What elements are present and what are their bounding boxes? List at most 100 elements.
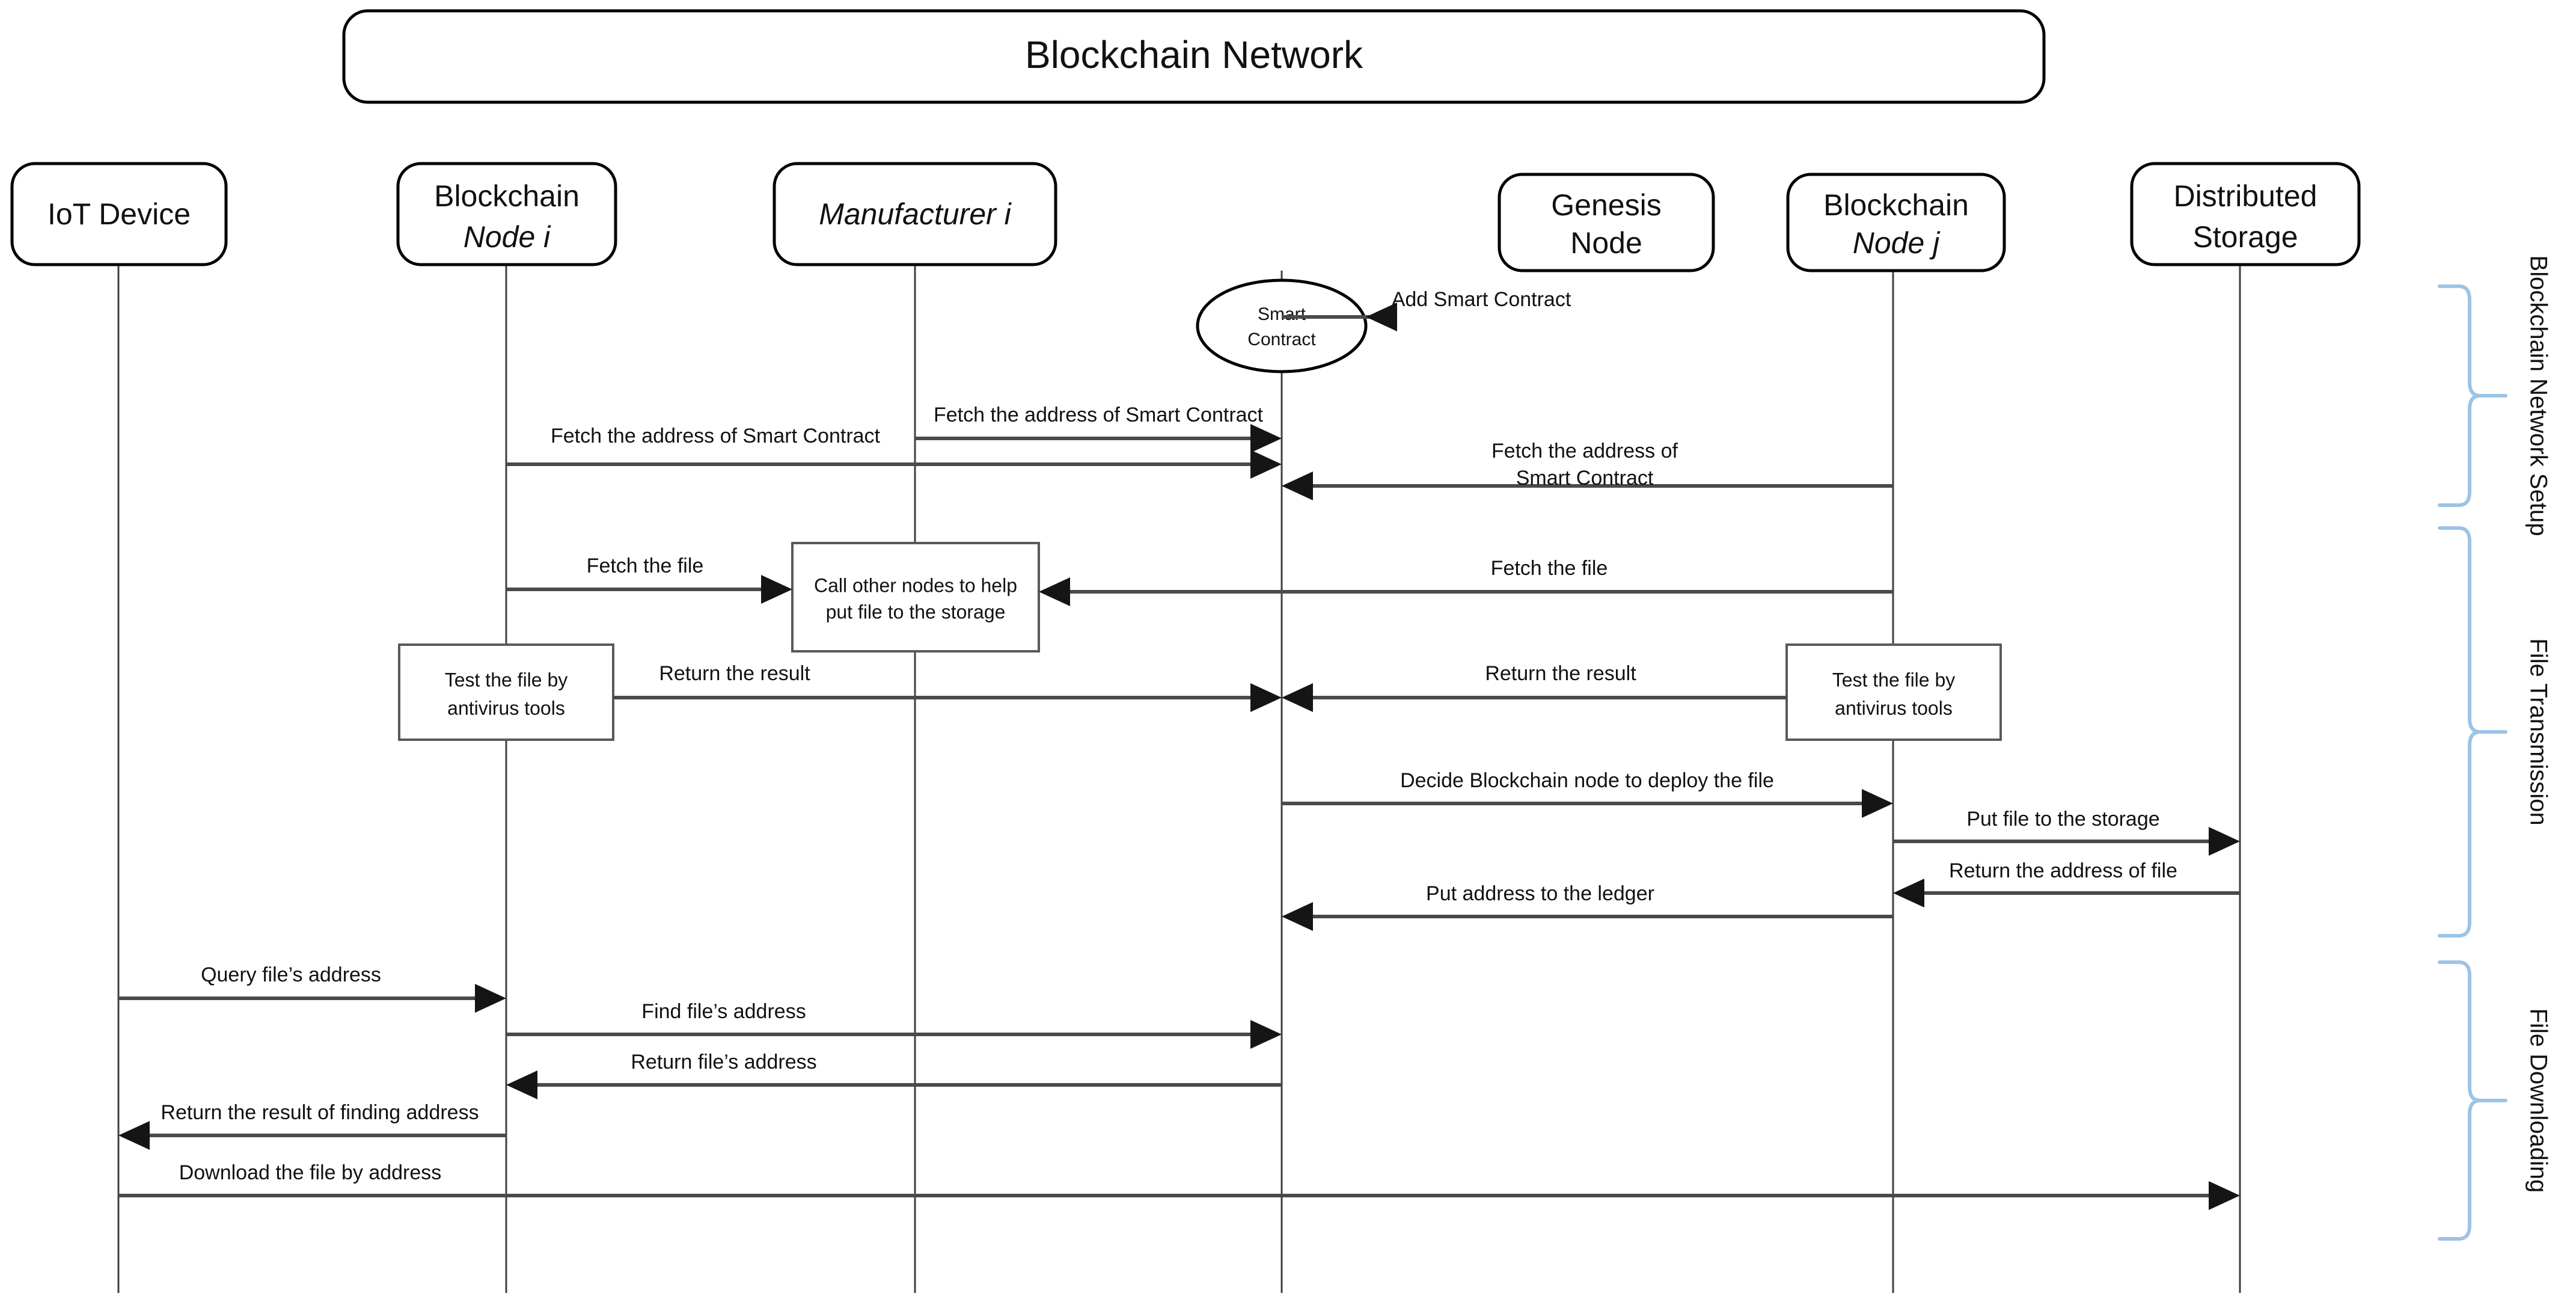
lifelines-group — [117, 265, 2241, 1293]
message-return-file-address: Return file’s address — [506, 1051, 1282, 1099]
message-label: Return the result of finding address — [161, 1101, 479, 1124]
message-return-address-of-file: Return the address of file — [1893, 859, 2240, 907]
actor-label-blockchain-node-j-line1: Blockchain — [1823, 188, 1969, 222]
message-return-address-sc: Fetch the address of Smart Contract — [1282, 440, 1893, 500]
actor-label-genesis-node-line2: Node — [1570, 226, 1642, 260]
note-call-other-nodes-line1: Call other nodes to help — [814, 574, 1017, 596]
message-label: Fetch the address of Smart Contract — [551, 425, 881, 447]
actor-box-shape — [10, 162, 228, 266]
actor-label-blockchain-node-i-line1: Blockchain — [434, 179, 580, 213]
message-label: Return file’s address — [631, 1051, 816, 1073]
phase-label: Blockchain Network Setup — [2525, 256, 2551, 536]
smart-contract-ellipse[interactable]: Smart Contract — [1196, 278, 1368, 373]
arrow-head-left — [1282, 902, 1313, 931]
note-call-other-nodes: Call other nodes to help put file to the… — [791, 542, 1040, 653]
actor-box-shape — [396, 162, 617, 266]
note-antivirus-left-line1: Test the file by — [445, 669, 568, 690]
message-label: Query file’s address — [201, 963, 381, 986]
message-return-result-of-finding-address: Return the result of finding address — [118, 1101, 506, 1150]
actor-box-shape — [1498, 173, 1715, 272]
actor-label-manufacturer-i: Manufacturer i — [819, 197, 1012, 231]
note-antivirus-right-line2: antivirus tools — [1835, 697, 1953, 719]
note-box-shape — [1785, 643, 2002, 741]
message-put-file-to-storage: Put file to the storage — [1893, 808, 2240, 856]
title-box-shape — [342, 9, 2046, 104]
message-fetch-file-right: Fetch the file — [1039, 557, 1893, 606]
arrow-head-right — [1250, 683, 1282, 712]
message-label: Decide Blockchain node to deploy the fil… — [1400, 769, 1774, 792]
actor-blockchain-node-i[interactable]: Blockchain Node i — [396, 162, 617, 266]
message-add-smart-contract: Add Smart Contract — [1282, 288, 1571, 331]
actor-label-distributed-storage-line1: Distributed — [2174, 179, 2317, 213]
message-label: Fetch the file — [587, 554, 704, 577]
phase-brace-shape — [2438, 526, 2482, 938]
message-decide-blockchain-node: Decide Blockchain node to deploy the fil… — [1282, 769, 1893, 818]
actor-genesis-node[interactable]: Genesis Node — [1498, 173, 1715, 272]
actor-manufacturer-i[interactable]: Manufacturer i — [772, 162, 1057, 266]
note-box-shape — [398, 643, 614, 741]
actor-box-shape — [2130, 162, 2361, 266]
message-label: Put file to the storage — [1966, 808, 2159, 831]
actor-box-shape — [1786, 173, 2006, 272]
phase-file-transmission: File Transmission — [2438, 526, 2551, 938]
arrow-head-left — [506, 1070, 537, 1099]
message-return-result-left: Return the result — [613, 662, 1282, 712]
arrow-head-right — [475, 984, 506, 1013]
arrow-head-right — [2209, 1181, 2240, 1210]
note-antivirus-left: Test the file by antivirus tools — [398, 643, 614, 741]
phase-brace-shape — [2438, 960, 2482, 1241]
smart-contract-ellipse-shape — [1196, 278, 1368, 373]
arrow-head-right — [761, 575, 792, 604]
actor-blockchain-node-j[interactable]: Blockchain Node j — [1786, 173, 2006, 272]
note-antivirus-right: Test the file by antivirus tools — [1785, 643, 2002, 741]
note-call-other-nodes-line2: put file to the storage — [826, 601, 1006, 622]
blockchain-network-title-box: Blockchain Network — [342, 9, 2046, 104]
message-label: Fetch the file — [1491, 557, 1608, 580]
message-label: Return the address of file — [1949, 859, 2177, 882]
arrow-head-left — [118, 1121, 150, 1150]
message-find-file-address: Find file’s address — [506, 1000, 1282, 1049]
message-fetch-address-sc-manufacturer: Fetch the address of Smart Contract — [915, 404, 1282, 453]
smart-contract-label-line1: Smart — [1258, 304, 1306, 324]
actor-label-blockchain-node-i-line2: Node i — [463, 220, 551, 254]
smart-contract-label-line2: Contract — [1247, 330, 1316, 349]
actor-label-blockchain-node-j-line2: Node j — [1853, 226, 1941, 260]
message-label: Download the file by address — [179, 1161, 442, 1184]
phase-brace-shape — [2438, 284, 2482, 507]
message-label: Fetch the address of Smart Contract — [934, 404, 1264, 426]
note-box-shape — [791, 542, 1040, 653]
phase-blockchain-network-setup: Blockchain Network Setup — [2438, 256, 2551, 536]
message-label: Find file’s address — [641, 1000, 806, 1023]
arrow-head-left — [1893, 879, 1924, 907]
page-title: Blockchain Network — [1025, 33, 1363, 76]
actor-label-iot-device: IoT Device — [47, 197, 191, 231]
actor-box-shape — [772, 162, 1057, 266]
actor-iot-device[interactable]: IoT Device — [10, 162, 228, 266]
message-put-address-to-ledger: Put address to the ledger — [1282, 882, 1893, 931]
arrow-head-right — [1862, 789, 1893, 818]
arrow-head-left — [1366, 302, 1397, 331]
note-antivirus-right-line1: Test the file by — [1832, 669, 1956, 690]
note-antivirus-left-line2: antivirus tools — [447, 697, 565, 719]
message-fetch-address-sc-node-i: Fetch the address of Smart Contract — [506, 425, 1282, 479]
message-return-result-right: Return the result — [1282, 662, 1787, 712]
message-label: Add Smart Contract — [1392, 288, 1571, 311]
arrow-head-right — [1250, 1020, 1282, 1049]
arrow-head-right — [1250, 450, 1282, 479]
arrow-head-right — [2209, 827, 2240, 856]
actor-label-distributed-storage-line2: Storage — [2192, 220, 2298, 254]
phase-file-downloading: File Downloading — [2438, 960, 2551, 1241]
arrow-head-left — [1282, 683, 1313, 712]
message-label-line1: Fetch the address of — [1491, 440, 1678, 462]
message-label: Return the result — [659, 662, 810, 685]
arrow-head-left — [1039, 577, 1070, 606]
message-fetch-file-left: Fetch the file — [506, 554, 792, 604]
actor-label-genesis-node-line1: Genesis — [1551, 188, 1661, 222]
phase-label: File Downloading — [2525, 1009, 2551, 1193]
actor-distributed-storage[interactable]: Distributed Storage — [2130, 162, 2361, 266]
arrow-head-right — [1250, 424, 1282, 453]
message-label: Return the result — [1485, 662, 1636, 685]
phase-label: File Transmission — [2525, 638, 2551, 825]
